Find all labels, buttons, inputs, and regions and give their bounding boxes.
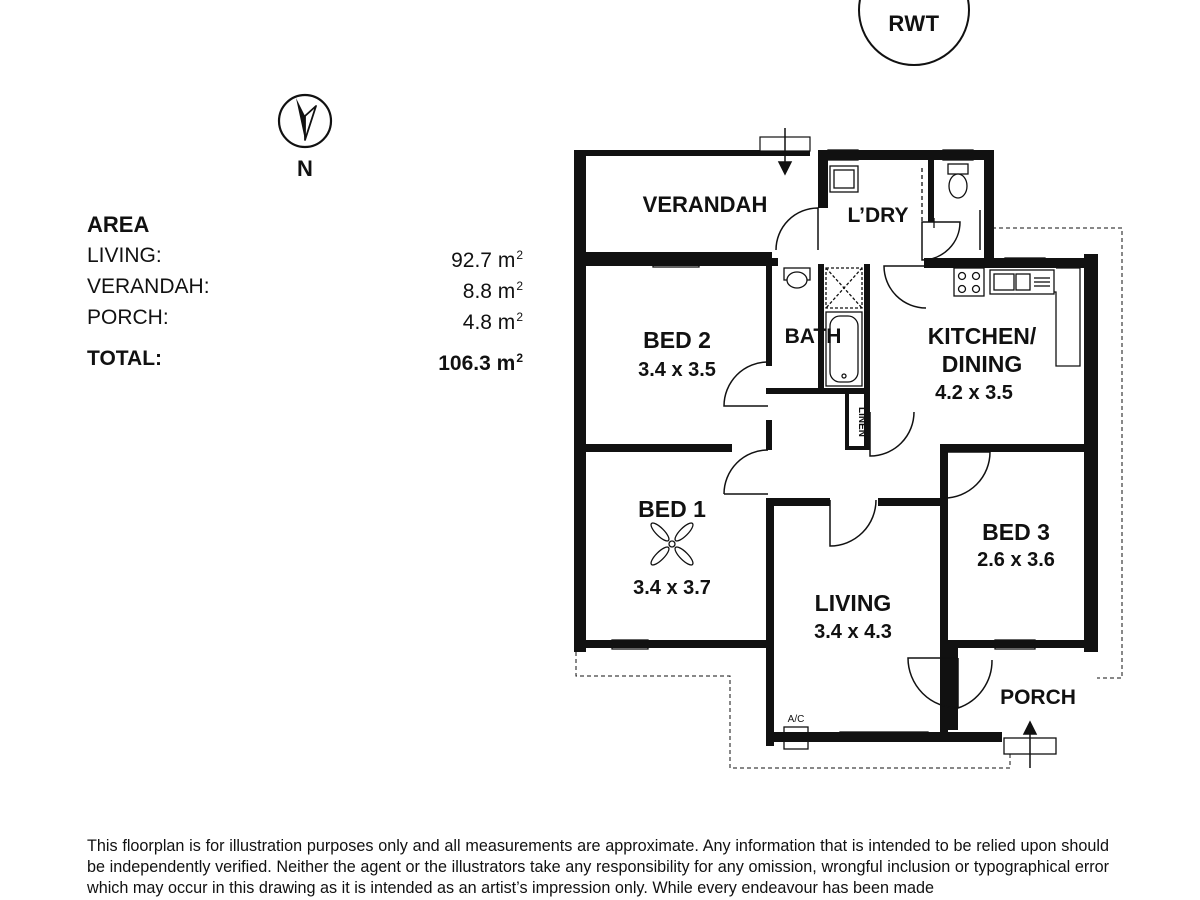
room-label-porch: PORCH [1000,686,1076,709]
room-label-bed2: BED 2 [643,327,711,353]
area-row-verandah: VERANDAH: 8.8 m2 [87,271,527,303]
entry-arrows [759,128,1038,768]
area-value: 8.8 m2 [462,279,523,303]
room-label-linen: LINEN [856,407,867,437]
doors [723,207,993,710]
walls [574,150,1098,746]
rwt-badge-text: RWT [888,11,940,36]
shower-icon [825,267,863,309]
area-row-porch: PORCH: 4.8 m2 [87,302,527,334]
area-title: AREA [87,212,150,237]
room-label-kitchen-line2: DINING [942,351,1023,377]
disclaimer-text: This floorplan is for illustration purpo… [87,837,1109,897]
rwt-badge: RWT [858,0,970,66]
area-row-living: LIVING: 92.7 m2 [87,240,527,272]
ac-label: A/C [788,714,805,725]
bathtub-icon [825,311,863,387]
room-label-verandah: VERANDAH [643,192,768,217]
room-dims-bed3: 2.6 x 3.6 [977,549,1055,571]
room-labels: VERANDAH L’DRY BED 2 3.4 x 3.5 BATH KITC… [633,192,1076,725]
north-arrow-icon: N [277,93,333,181]
area-summary: AREA LIVING: 92.7 m2 VERANDAH: 8.8 m2 PO… [87,210,527,375]
room-dims-bed2: 3.4 x 3.5 [638,359,716,381]
area-row-total: TOTAL: 106.3 m2 [87,343,527,375]
room-label-bed1: BED 1 [638,496,706,522]
eave-outline [575,227,1123,769]
north-label: N [297,156,313,181]
room-label-kitchen-line1: KITCHEN/ [928,323,1037,349]
fixtures [650,163,1055,566]
cooktop-icon [953,267,985,297]
room-dims-bed1: 3.4 x 3.7 [633,577,711,599]
floor-plan: VERANDAH L’DRY BED 2 3.4 x 3.5 BATH KITC… [574,128,1123,769]
room-label-bath: BATH [785,325,842,348]
area-label: LIVING: [87,244,162,267]
room-dims-living: 3.4 x 4.3 [814,621,892,643]
toilet-icon [947,163,969,199]
area-label: VERANDAH: [87,275,210,298]
area-total-value: 106.3 m2 [438,351,523,375]
area-value: 4.8 m2 [462,310,523,334]
area-label: PORCH: [87,306,169,329]
room-label-laundry: L’DRY [847,204,908,227]
ceiling-fan-icon [650,522,694,566]
sink-icon [989,269,1055,295]
room-dims-kitchen: 4.2 x 3.5 [935,382,1013,404]
basin-icon [783,267,811,289]
entry-arrow-icon [759,128,811,176]
room-label-living: LIVING [815,590,892,616]
area-value: 92.7 m2 [451,248,523,272]
entry-arrow-icon [1022,720,1038,768]
area-total-label: TOTAL: [87,347,163,370]
room-label-bed3: BED 3 [982,519,1050,545]
